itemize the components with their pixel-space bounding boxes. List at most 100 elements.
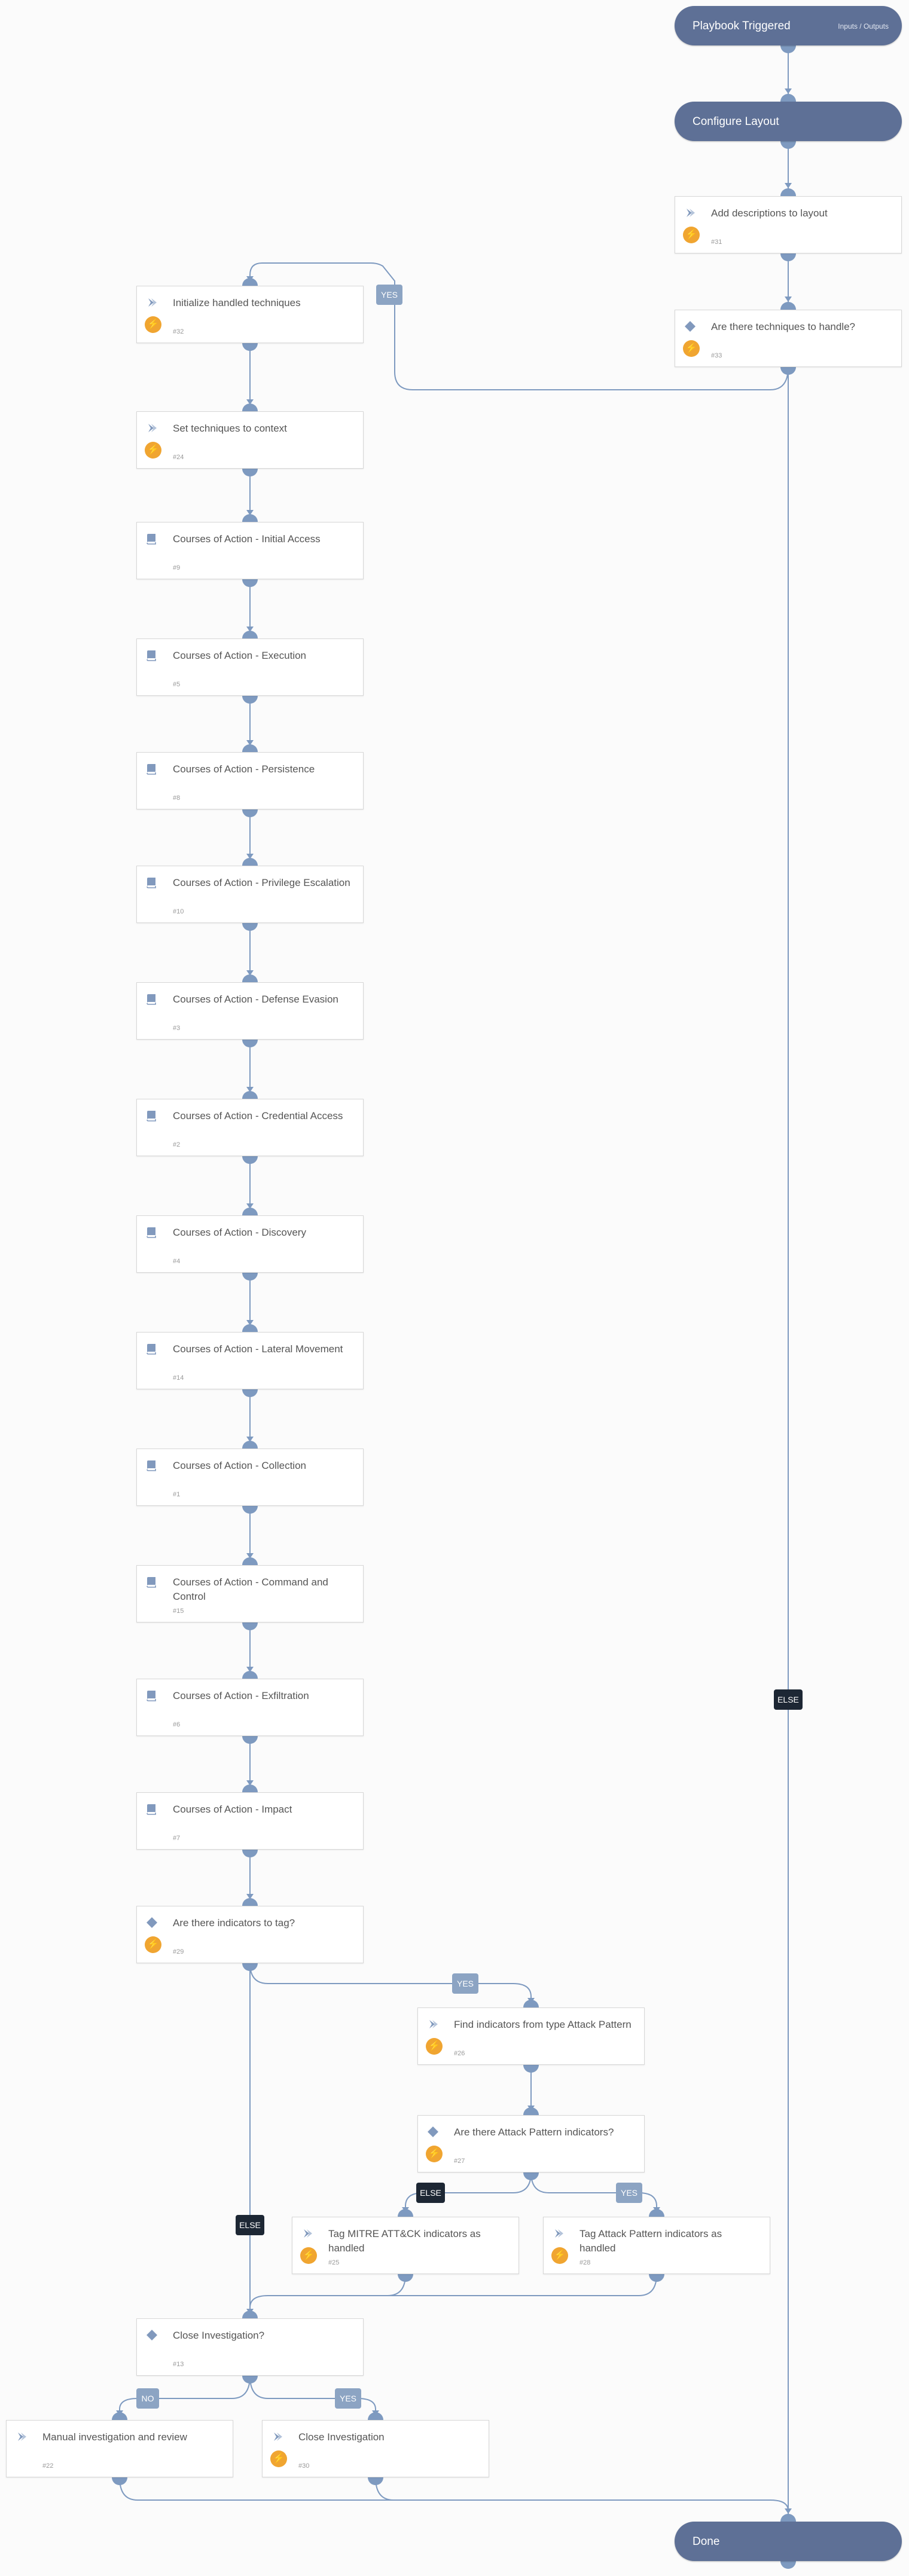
configure-layout-node[interactable]: Configure Layout [675, 102, 902, 141]
task-number: #22 [42, 2462, 54, 2470]
edge-arrowhead [246, 627, 254, 632]
task-number: #32 [173, 328, 184, 335]
sub-playbook-icon [145, 1689, 158, 1701]
start-node[interactable]: Playbook Triggered Inputs / Outputs [675, 6, 902, 45]
task-icon [15, 2431, 28, 2443]
out-port [242, 696, 258, 704]
edge-arrowhead [527, 1998, 535, 2003]
out-port [780, 141, 796, 149]
task-t14[interactable]: Courses of Action - Lateral Movement#14 [136, 1332, 364, 1389]
task-number: #30 [298, 2462, 310, 2470]
sub-playbook-icon [145, 1110, 158, 1122]
branch-label-no: NO [136, 2388, 159, 2409]
edge-arrowhead [246, 1087, 254, 1092]
in-port [242, 974, 258, 982]
out-port [649, 2274, 664, 2282]
automation-bolt-icon: ⚡ [145, 316, 161, 333]
task-t13[interactable]: Close Investigation?#13 [136, 2318, 364, 2376]
task-title: Set techniques to context [173, 423, 287, 434]
edge-arrowhead [246, 1553, 254, 1559]
sub-playbook-icon [145, 649, 158, 661]
out-port [242, 809, 258, 817]
task-t32[interactable]: Initialize handled techniques#32⚡ [136, 286, 364, 343]
condition-icon [145, 2329, 158, 2341]
in-port [112, 2412, 127, 2420]
out-port [242, 1506, 258, 1514]
task-t1[interactable]: Courses of Action - Collection#1 [136, 1449, 364, 1506]
task-title: Courses of Action - Impact [173, 1804, 292, 1815]
out-port [368, 2477, 383, 2485]
task-t22[interactable]: Manual investigation and review#22 [6, 2420, 233, 2477]
task-title: Courses of Action - Defense Evasion [173, 994, 338, 1005]
task-t33[interactable]: Are there techniques to handle?#33⚡ [675, 310, 902, 367]
task-number: #29 [173, 1948, 184, 1955]
out-port [242, 1963, 258, 1971]
task-t6[interactable]: Courses of Action - Exfiltration#6 [136, 1679, 364, 1736]
task-t8[interactable]: Courses of Action - Persistence#8 [136, 752, 364, 809]
end-node[interactable]: Done [675, 2522, 902, 2561]
task-t10[interactable]: Courses of Action - Privilege Escalation… [136, 866, 364, 923]
in-port [242, 1898, 258, 1906]
task-t5[interactable]: Courses of Action - Execution#5 [136, 638, 364, 696]
inputs-outputs-link[interactable]: Inputs / Outputs [838, 22, 889, 30]
in-port [242, 404, 258, 411]
out-port [780, 367, 796, 375]
start-title: Playbook Triggered [693, 20, 791, 32]
automation-bolt-icon: ⚡ [270, 2450, 287, 2467]
in-port [242, 858, 258, 866]
sub-playbook-icon [145, 1803, 158, 1815]
branch-label-yes: YES [616, 2183, 642, 2203]
in-port [242, 744, 258, 752]
task-title: Courses of Action - Collection [173, 1460, 306, 1471]
in-port [523, 2000, 539, 2007]
condition-icon [426, 2126, 440, 2138]
task-t26[interactable]: Find indicators from type Attack Pattern… [417, 2007, 645, 2065]
task-icon [684, 207, 697, 219]
edge-arrowhead [246, 399, 254, 405]
task-t15[interactable]: Courses of Action - Command and Control#… [136, 1565, 364, 1622]
task-t31[interactable]: Add descriptions to layout#31⚡ [675, 196, 902, 253]
sub-playbook-icon [145, 1576, 158, 1588]
automation-bolt-icon: ⚡ [551, 2247, 568, 2264]
out-port [780, 2561, 796, 2569]
edge-arrowhead [372, 2410, 379, 2416]
task-t28[interactable]: Tag Attack Pattern indicators as handled… [543, 2217, 770, 2274]
in-port [242, 278, 258, 286]
task-title: Are there indicators to tag? [173, 1917, 295, 1929]
sub-playbook-icon [145, 533, 158, 545]
task-title: Tag Attack Pattern indicators as handled [579, 2228, 722, 2254]
task-title: Courses of Action - Execution [173, 650, 307, 661]
edge-arrowhead [116, 2410, 123, 2416]
in-port [780, 94, 796, 102]
task-number: #27 [454, 2158, 465, 2165]
condition-icon [145, 1917, 158, 1929]
end-title: Done [693, 2535, 720, 2548]
task-t7[interactable]: Courses of Action - Impact #7 [136, 1792, 364, 1850]
task-t25[interactable]: Tag MITRE ATT&CK indicators as handled#2… [292, 2217, 519, 2274]
edge-arrowhead [246, 276, 254, 282]
task-number: #2 [173, 1141, 181, 1148]
edge-manual-to-done [119, 2477, 789, 2511]
task-t3[interactable]: Courses of Action - Defense Evasion #3 [136, 982, 364, 1040]
task-number: #3 [173, 1025, 181, 1032]
out-port [242, 1389, 258, 1397]
task-t4[interactable]: Courses of Action - Discovery#4 [136, 1215, 364, 1273]
task-number: #4 [173, 1258, 181, 1265]
task-t24[interactable]: Set techniques to context#24⚡ [136, 411, 364, 469]
task-number: #8 [173, 795, 181, 802]
task-title: Find indicators from type Attack Pattern [454, 2019, 632, 2030]
task-t9[interactable]: Courses of Action - Initial Access#9 [136, 522, 364, 579]
task-number: #7 [173, 1835, 181, 1842]
task-t30[interactable]: Close Investigation#30⚡ [262, 2420, 489, 2477]
task-number: #26 [454, 2050, 465, 2057]
in-port [242, 1441, 258, 1449]
automation-bolt-icon: ⚡ [426, 2038, 443, 2055]
out-port [398, 2274, 413, 2282]
edge-arrowhead [246, 1437, 254, 1442]
task-t29[interactable]: Are there indicators to tag?#29⚡ [136, 1906, 364, 1963]
task-t2[interactable]: Courses of Action - Credential Access#2 [136, 1099, 364, 1156]
in-port [780, 302, 796, 310]
branch-label-yes: YES [452, 1973, 478, 1994]
task-t27[interactable]: Are there Attack Pattern indicators?#27⚡ [417, 2115, 645, 2172]
